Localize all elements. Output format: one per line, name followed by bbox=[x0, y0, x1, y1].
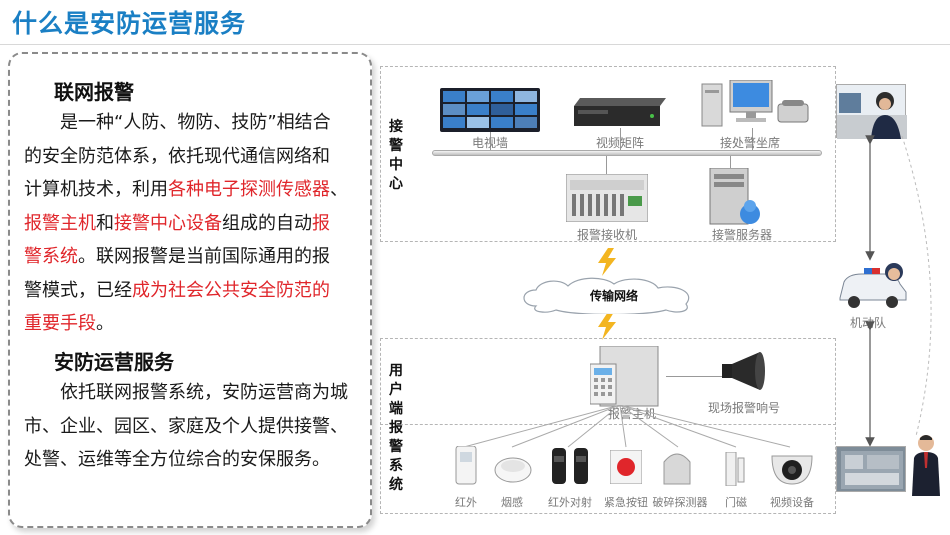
alarm-server-caption: 接警服务器 bbox=[711, 228, 773, 242]
text-line: 计算机技术，利用 bbox=[24, 179, 168, 200]
smoke-sensor-icon bbox=[494, 450, 532, 488]
highlight-text: 报警主机 bbox=[24, 212, 96, 234]
text-line: 。联网报警是当前国际通用的报 bbox=[78, 246, 330, 267]
sensor-caption: 紧急按钮 bbox=[604, 496, 648, 509]
page-title: 什么是安防运营服务 bbox=[12, 9, 247, 38]
tv-wall-caption: 电视墙 bbox=[471, 136, 509, 150]
sensor-caption: 破碎探测器 bbox=[652, 496, 708, 509]
lightning-icon bbox=[596, 248, 618, 280]
lightning-icon bbox=[596, 312, 618, 344]
text-line: 的安全防范体系，依托现代通信网络和 bbox=[24, 145, 330, 167]
infrared-sensor-icon bbox=[454, 445, 478, 490]
text-line: 市、企业、园区、家庭及个人提供接警、 bbox=[24, 415, 348, 437]
alarm-center-label: 接警中心 bbox=[389, 119, 403, 192]
customer-person-icon bbox=[910, 434, 942, 502]
sensor-caption: 视频设备 bbox=[770, 496, 814, 509]
connector-line bbox=[730, 156, 731, 170]
text-line: 警模式，已经 bbox=[24, 279, 132, 301]
connector-line bbox=[490, 132, 491, 150]
text-line: 处警、运维等全方位综合的安保服务。 bbox=[24, 449, 330, 470]
connector-line bbox=[752, 128, 753, 150]
highlight-text: 警系统 bbox=[24, 246, 78, 267]
user-system-label: 用户端报警系统 bbox=[389, 363, 403, 493]
text-panel: 联网报警 是一种“人防、物防、技防”相结合 的安全防范体系，依托现代通信网络和 … bbox=[8, 52, 372, 528]
paragraph-security-service: 依托联网报警系统，安防运营商为城 市、企业、园区、家庭及个人提供接警、 处警、运… bbox=[24, 376, 364, 477]
paragraph-networked-alarm: 是一种“人防、物防、技防”相结合 的安全防范体系，依托现代通信网络和 计算机技术… bbox=[24, 106, 364, 341]
connector-line bbox=[606, 156, 607, 174]
video-matrix-icon bbox=[574, 98, 666, 132]
highlight-text: 接警中心设备 bbox=[114, 212, 222, 234]
connector-line bbox=[620, 128, 621, 150]
alarm-server-icon bbox=[708, 167, 762, 232]
text-line: 、 bbox=[330, 179, 348, 200]
section-title-security-service: 安防运营服务 bbox=[54, 350, 174, 374]
sensor-caption: 门磁 bbox=[725, 496, 747, 509]
connector-line bbox=[666, 376, 722, 377]
user-alarm-zone bbox=[380, 338, 836, 514]
door-contact-icon bbox=[724, 451, 746, 490]
alarm-center-zone bbox=[380, 66, 836, 242]
siren-caption: 现场报警响号 bbox=[707, 401, 781, 415]
text-line: 是一种“人防、物防、技防”相结合 bbox=[60, 112, 331, 133]
network-cloud-icon bbox=[516, 276, 700, 318]
dispatcher-photo bbox=[836, 84, 907, 139]
alarm-host-icon bbox=[589, 345, 660, 412]
network-label: 传输网络 bbox=[589, 289, 639, 303]
highlight-text: 报 bbox=[312, 212, 330, 234]
panic-button-icon bbox=[609, 449, 643, 488]
operator-seat-icon bbox=[700, 79, 810, 134]
section-title-networked-alarm: 联网报警 bbox=[54, 80, 134, 104]
sensor-caption: 烟感 bbox=[501, 496, 523, 509]
text-line: 和 bbox=[96, 212, 114, 234]
operator-seat-caption: 接处警坐席 bbox=[719, 136, 781, 150]
user-zone-divider bbox=[380, 424, 836, 425]
highlight-text: 重要手段 bbox=[24, 313, 96, 334]
sensor-caption: 红外 bbox=[455, 496, 477, 509]
sensor-links bbox=[463, 405, 791, 448]
title-divider bbox=[0, 44, 950, 45]
siren-icon bbox=[722, 352, 766, 394]
text-line: 组成的自动 bbox=[222, 212, 312, 234]
video-matrix-caption: 视频矩阵 bbox=[595, 136, 645, 150]
glass-break-sensor-icon bbox=[662, 450, 692, 490]
alarm-receiver-icon bbox=[565, 173, 649, 226]
video-camera-icon bbox=[770, 450, 814, 490]
tv-wall-icon bbox=[440, 88, 540, 136]
dispatch-flow-arrows bbox=[865, 135, 932, 447]
highlight-text: 成为社会公共安全防范的 bbox=[132, 279, 330, 301]
patrol-car-icon bbox=[834, 258, 910, 316]
sensor-caption: 红外对射 bbox=[548, 496, 592, 509]
beam-sensor-icon bbox=[550, 448, 590, 490]
alarm-receiver-caption: 报警接收机 bbox=[576, 228, 638, 242]
text-line: 。 bbox=[96, 313, 114, 334]
highlight-text: 各种电子探测传感器 bbox=[168, 179, 330, 200]
site-photo bbox=[836, 446, 906, 492]
network-bus bbox=[432, 150, 822, 156]
text-line: 依托联网报警系统，安防运营商为城 bbox=[60, 382, 348, 403]
